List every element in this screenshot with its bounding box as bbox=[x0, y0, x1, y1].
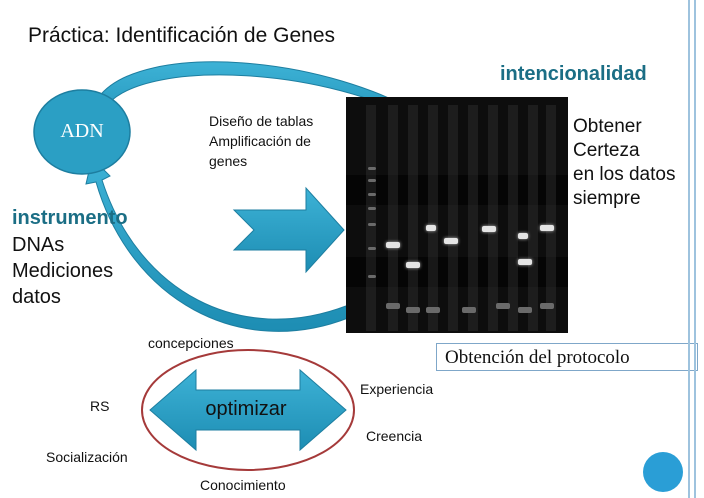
instrument-item: Mediciones bbox=[12, 260, 114, 282]
keyword-experiencia: Experiencia bbox=[360, 381, 434, 397]
instrument-item: DNAs bbox=[12, 234, 65, 256]
big-right-arrow bbox=[232, 186, 345, 274]
border-line bbox=[688, 0, 690, 498]
gel-band bbox=[406, 262, 420, 268]
gel-lane bbox=[546, 105, 556, 331]
gel-lane bbox=[388, 105, 398, 331]
keyword-concepciones: concepciones bbox=[148, 335, 234, 351]
design-line: Amplificación de bbox=[209, 133, 311, 149]
border-line bbox=[694, 0, 696, 498]
gel-band bbox=[406, 307, 420, 313]
gel-band bbox=[426, 225, 436, 231]
gel-band bbox=[368, 193, 376, 196]
gel-band bbox=[482, 226, 496, 232]
intencionalidad-label: intencionalidad bbox=[500, 63, 647, 85]
gel-electrophoresis-image bbox=[346, 97, 568, 333]
optimizar-ellipse bbox=[141, 349, 355, 471]
gel-band bbox=[462, 307, 476, 313]
obtener-line: Obtener bbox=[573, 116, 642, 137]
gel-lane bbox=[488, 105, 498, 331]
gel-band bbox=[444, 238, 458, 244]
gel-band bbox=[496, 303, 510, 309]
gel-band bbox=[518, 233, 528, 239]
obtener-line: en los datos bbox=[573, 164, 676, 185]
keyword-rs: RS bbox=[90, 398, 110, 414]
keyword-socializacion: Socialización bbox=[46, 449, 128, 465]
gel-lane bbox=[366, 105, 376, 331]
gel-lane bbox=[448, 105, 458, 331]
gel-band bbox=[540, 303, 554, 309]
protocolo-box: Obtención del protocolo bbox=[436, 343, 698, 371]
gel-band bbox=[368, 223, 376, 226]
keyword-conocimiento: Conocimiento bbox=[200, 477, 286, 493]
design-line: Diseño de tablas bbox=[209, 113, 314, 129]
gel-dark-band bbox=[346, 175, 568, 205]
gel-band bbox=[368, 275, 376, 278]
gel-band bbox=[426, 307, 440, 313]
corner-dot bbox=[643, 452, 683, 492]
gel-lane bbox=[468, 105, 478, 331]
gel-band bbox=[518, 307, 532, 313]
adn-circle bbox=[33, 89, 131, 175]
design-line: genes bbox=[209, 153, 248, 169]
slide-border-lines bbox=[686, 0, 704, 498]
gel-band bbox=[540, 225, 554, 231]
adn-label: ADN bbox=[60, 120, 104, 142]
keyword-creencia: Creencia bbox=[366, 428, 423, 444]
instrument-item: datos bbox=[12, 286, 61, 308]
gel-band bbox=[368, 167, 376, 170]
gel-lane bbox=[508, 105, 518, 331]
obtener-line: Certeza bbox=[573, 140, 640, 161]
page-title: Práctica: Identificación de Genes bbox=[28, 24, 336, 47]
gel-lane bbox=[528, 105, 538, 331]
optimizar-label: optimizar bbox=[205, 398, 287, 420]
gel-band bbox=[368, 207, 376, 210]
gel-band bbox=[518, 259, 532, 265]
obtener-line: siempre bbox=[573, 188, 641, 209]
double-arrow bbox=[149, 368, 347, 452]
instrumento-label: instrumento bbox=[12, 207, 128, 229]
obtener-text: Obtener Certeza en los datos siempre bbox=[573, 115, 675, 211]
gel-band bbox=[386, 242, 400, 248]
instrument-items: DNAs Mediciones datos bbox=[12, 232, 113, 310]
gel-band bbox=[368, 179, 376, 182]
design-text: Diseño de tablas Amplificación de genes bbox=[209, 111, 313, 171]
gel-lane bbox=[428, 105, 438, 331]
gel-band bbox=[368, 247, 376, 250]
gel-lane bbox=[408, 105, 418, 331]
gel-band bbox=[386, 303, 400, 309]
